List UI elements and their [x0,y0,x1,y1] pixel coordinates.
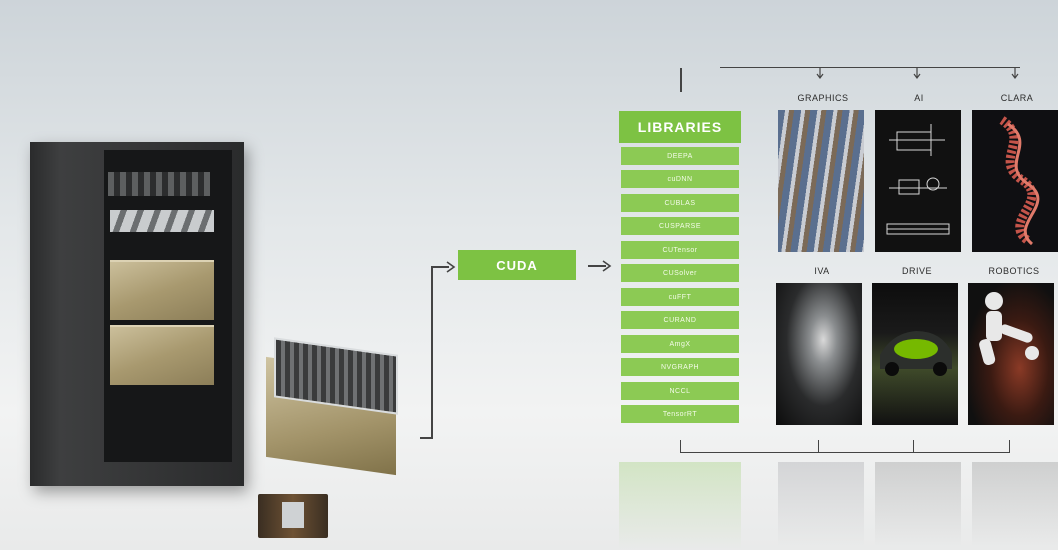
arrow-right-icon [602,260,612,272]
arrow-down-icon [815,68,825,80]
connector-line [913,440,914,453]
gpu-tray [110,325,214,385]
graphics-image [778,110,864,252]
drive-image [872,283,958,425]
gpu-tray [110,260,214,320]
library-item: NVGRAPH [621,358,739,376]
library-item: CUSPARSE [621,217,739,235]
car-icon [872,283,958,425]
app-label-ai: AI [874,93,964,103]
robotics-image [968,283,1054,425]
library-item: CUBLAS [621,194,739,212]
library-item: CURAND [621,311,739,329]
library-item: AmgX [621,335,739,353]
library-item: NCCL [621,382,739,400]
connector-line [680,452,1010,453]
arrow-right-icon [446,261,456,273]
connector-line [680,440,681,453]
library-item: CUSolver [621,264,739,282]
library-item: cuFFT [621,288,739,306]
clara-image [972,110,1058,252]
app-label-clara: CLARA [972,93,1058,103]
connector-line [680,68,682,92]
robot-arm-icon [968,283,1054,425]
workstation-icon [266,346,406,466]
server-rack-vent [110,210,214,232]
app-label-drive: DRIVE [872,266,962,276]
tile-reflection [875,462,961,547]
ai-image [875,110,961,252]
connector-line [431,266,433,439]
arrow-down-icon [1010,68,1020,80]
tile-reflection [972,462,1058,547]
molecule-icon [972,110,1058,252]
ai-schematic-icon [875,110,961,252]
connector-line [1009,440,1010,453]
libraries-heading: LIBRARIES [619,111,741,143]
app-label-iva: IVA [777,266,867,276]
library-item: DEEPA [621,147,739,165]
iva-image [776,283,862,425]
library-item: TensorRT [621,405,739,423]
embedded-module-chip [282,502,304,528]
library-item: CUTensor [621,241,739,259]
cuda-block: CUDA [458,250,576,280]
tile-reflection [778,462,864,547]
library-item: cuDNN [621,170,739,188]
connector-line [818,440,819,453]
app-label-robotics: ROBOTICS [969,266,1058,276]
libraries-reflection [619,462,741,550]
server-rack-panel [108,172,210,196]
connector-line [720,67,1020,68]
app-label-graphics: GRAPHICS [778,93,868,103]
arrow-down-icon [912,68,922,80]
